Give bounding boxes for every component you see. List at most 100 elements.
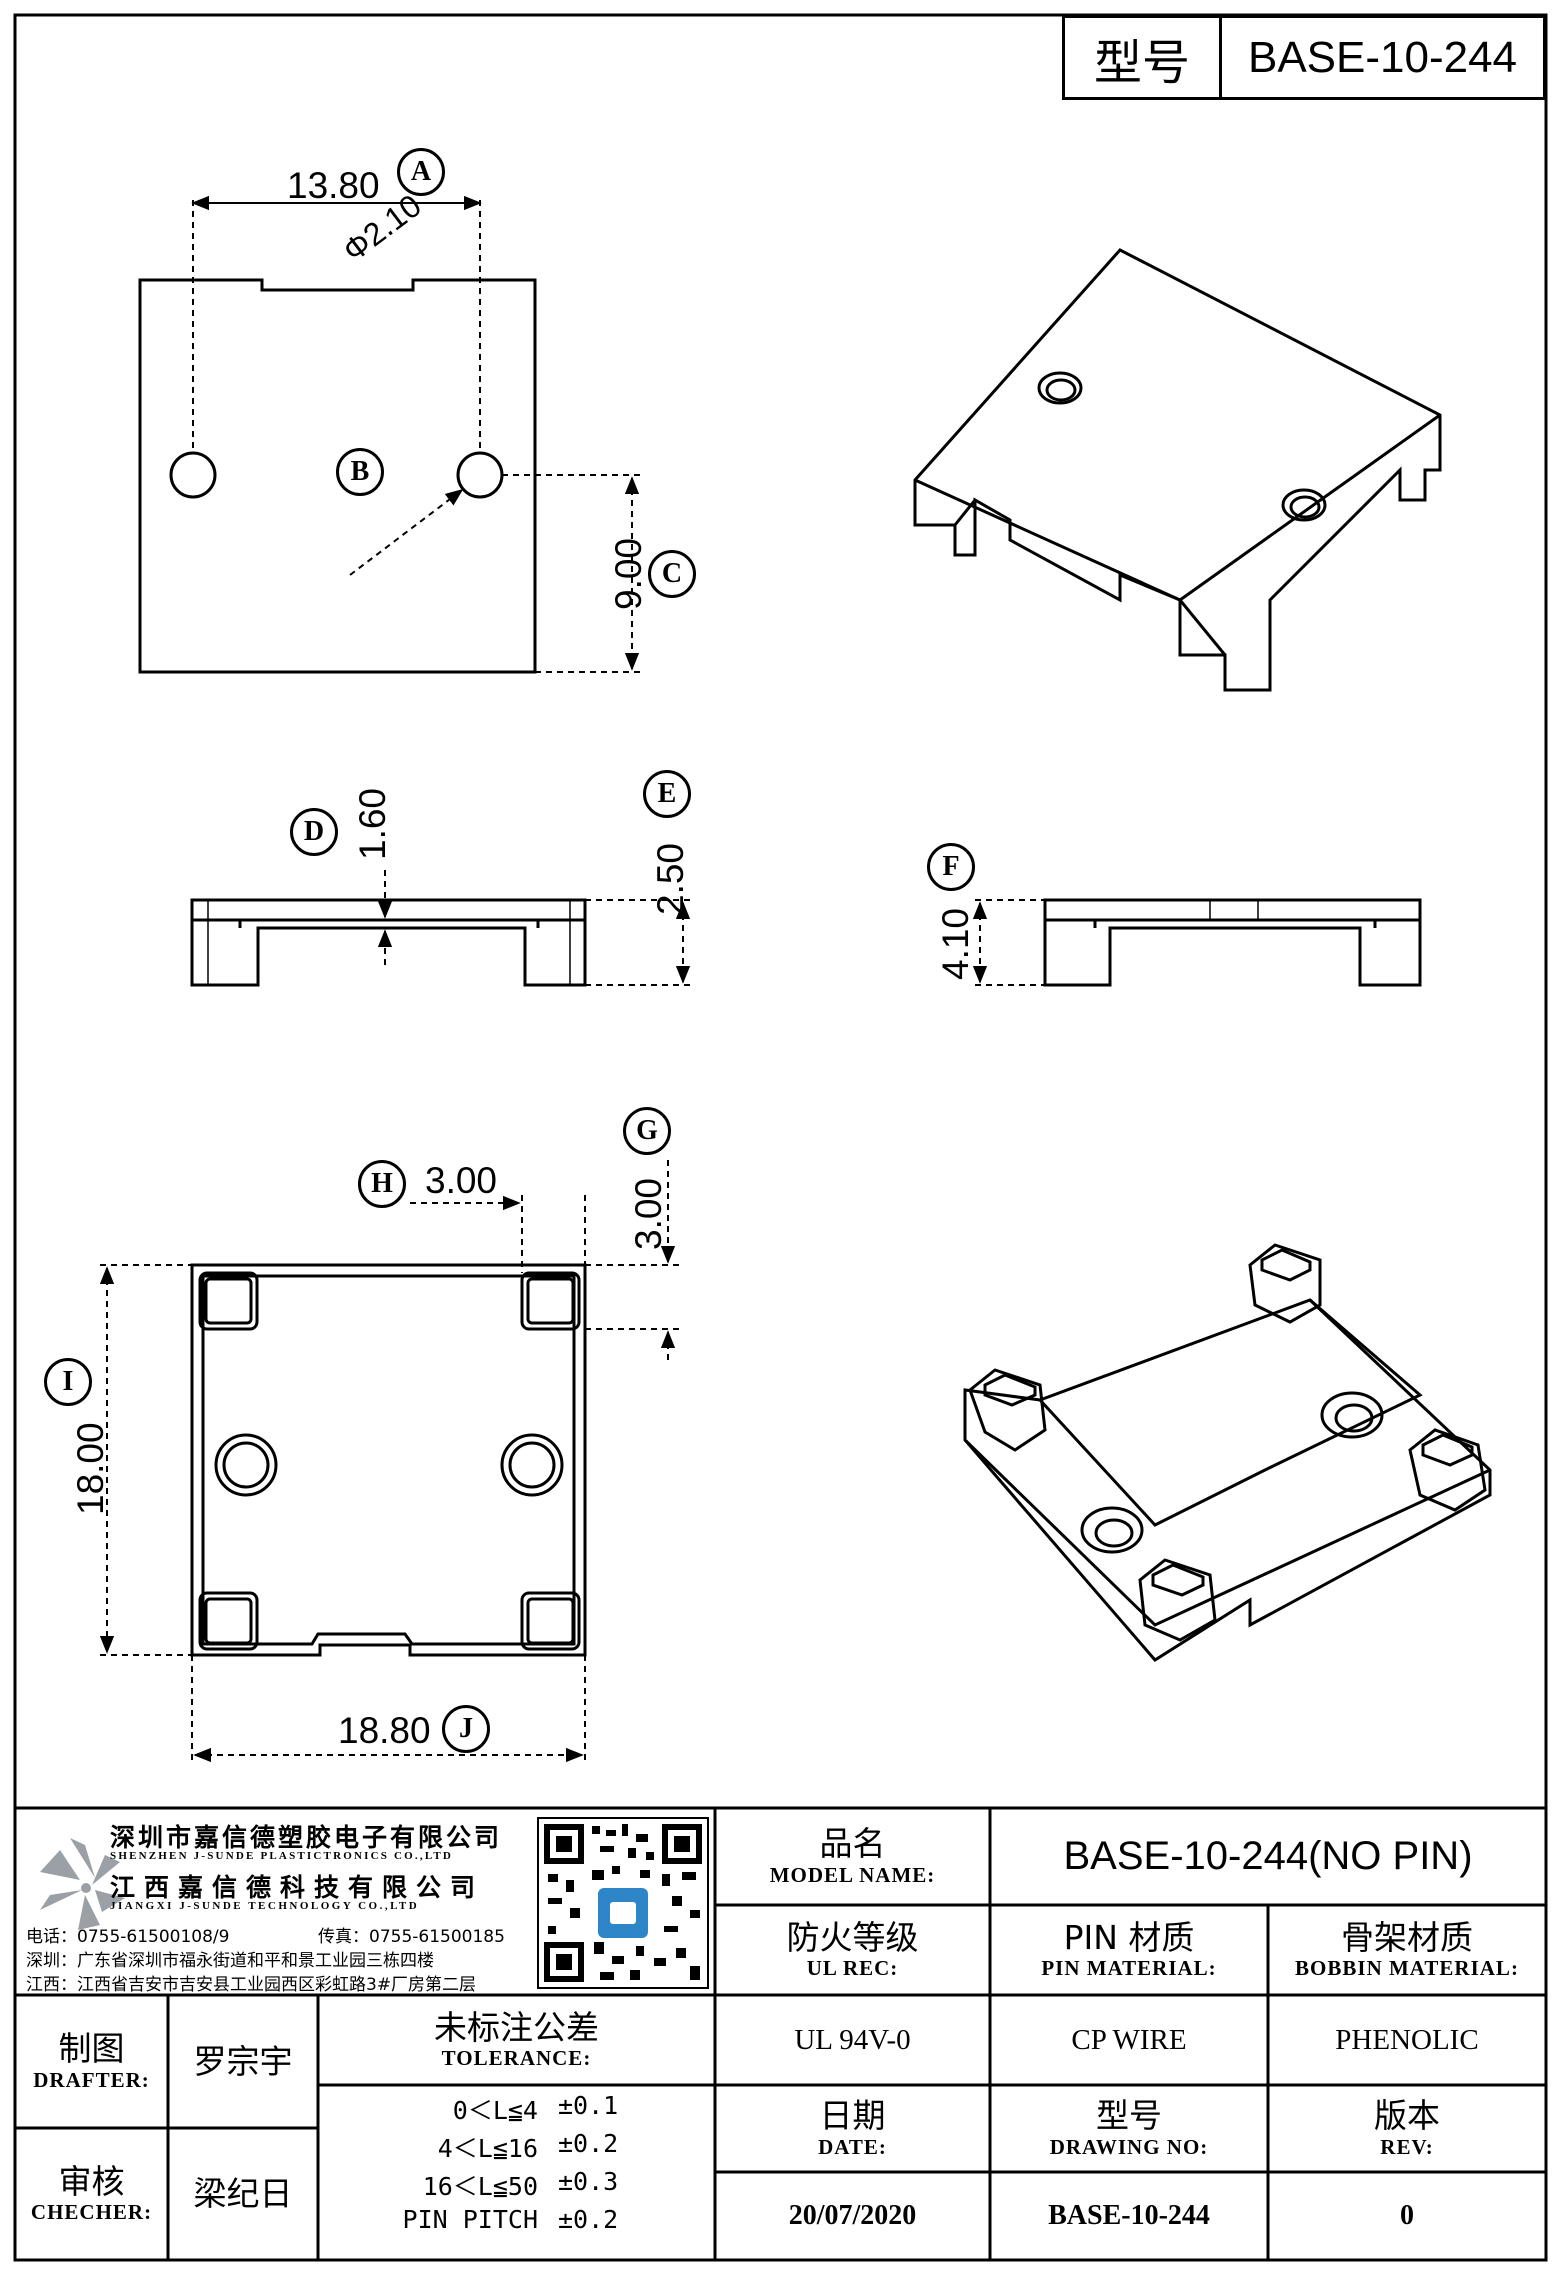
pin-material-label-cn: PIN 材质 [1063, 1917, 1195, 1957]
bobbin-material-value: PHENOLIC [1335, 2023, 1479, 2056]
header-model-label-cell: 型号 [1062, 15, 1222, 100]
qr-code [537, 1817, 709, 1989]
title-block-grid [15, 1806, 1546, 2260]
company-name-shenzhen-en: SHENZHEN J-SUNDE PLASTICTRONICS CO.,LTD [110, 1850, 454, 1862]
pin-material-value-cell: CP WIRE [990, 1995, 1268, 2085]
dim-b-label: B [336, 448, 384, 496]
model-name-label-cn: 品名 [819, 1824, 886, 1864]
sheet-border [13, 13, 1548, 2262]
company-address-shenzhen: 深圳：广东省深圳市福永街道和平和景工业园三栋四楼 [26, 1951, 434, 1971]
drafter-label-cell: 制图 DRAFTER: [15, 1995, 168, 2128]
drafter-name: 罗宗宇 [193, 2041, 293, 2081]
dim-g-value: 3.00 [628, 1177, 669, 1250]
date-label-en: DATE: [818, 2134, 887, 2159]
iso-hole-2 [1281, 488, 1327, 522]
tolerance-range: PIN PITCH [402, 2205, 538, 2234]
company-name-jiangxi-en: JIANGXI J-SUNDE TECHNOLOGY CO.,LTD [110, 1900, 420, 1912]
top-view [138, 195, 640, 674]
model-name-value-cell: BASE-10-244(NO PIN) [990, 1808, 1546, 1905]
iso-hole-1 [1037, 371, 1083, 405]
dim-a-value: 13.80 [287, 165, 380, 206]
drawing-no-value-cell: BASE-10-244 [990, 2172, 1268, 2260]
tolerance-range: 4＜L≦16 [437, 2134, 538, 2163]
bobbin-material-label-cn: 骨架材质 [1341, 1917, 1473, 1957]
dim-g-label: G [623, 1107, 671, 1155]
bobbin-material-label-cell: 骨架材质 BOBBIN MATERIAL: [1268, 1905, 1546, 1995]
dim-d-value: 1.60 [352, 787, 393, 860]
side-view [972, 898, 1422, 987]
checker-label-en: CHECHER: [30, 2200, 153, 2225]
tolerance-value: ±0.2 [558, 2205, 619, 2234]
rev-label-cell: 版本 REV: [1268, 2085, 1546, 2172]
header-model-label: 型号 [1093, 34, 1190, 91]
tolerance-value: ±0.1 [558, 2091, 619, 2120]
iso-top-view [913, 248, 1442, 692]
dim-c-value: 9.00 [608, 537, 649, 610]
bobbin-material-label-en: BOBBIN MATERIAL: [1295, 1956, 1519, 1981]
ul-rec-label-cn: 防火等级 [786, 1917, 919, 1957]
tolerance-range: 0＜L≦4 [452, 2096, 538, 2125]
ul-rec-value: UL 94V-0 [794, 2023, 911, 2056]
ul-rec-label-en: UL REC: [806, 1956, 899, 1981]
drafter-name-cell: 罗宗宇 [168, 1995, 318, 2128]
drawing-no-label-cell: 型号 DRAWING NO: [990, 2085, 1268, 2172]
date-value-cell: 20/07/2020 [715, 2172, 990, 2260]
rev-value-cell: 0 [1268, 2172, 1546, 2260]
date-value: 20/07/2020 [788, 2200, 917, 2231]
iso-bottom-view [963, 1243, 1492, 1662]
drawing-no-label-en: DRAWING NO: [1049, 2134, 1209, 2159]
pin-material-label-en: PIN MATERIAL: [1041, 1956, 1217, 1981]
pin-material-value: CP WIRE [1071, 2023, 1187, 2056]
date-label-cell: 日期 DATE: [715, 2085, 990, 2172]
dim-f-label: F [927, 843, 975, 891]
rev-label-cn: 版本 [1374, 2096, 1440, 2136]
drafter-label-en: DRAFTER: [33, 2067, 150, 2092]
header-model-value-cell: BASE-10-244 [1219, 15, 1546, 100]
rev-value: 0 [1400, 2200, 1414, 2231]
hole-right [456, 451, 504, 499]
ul-rec-value-cell: UL 94V-0 [715, 1995, 990, 2085]
hole-left [169, 451, 217, 499]
header-model-value: BASE-10-244 [1247, 32, 1518, 82]
front-view [190, 870, 691, 987]
rev-label-en: REV: [1380, 2134, 1434, 2159]
drafter-label-cn: 制图 [58, 2029, 125, 2069]
company-name-shenzhen: 深圳市嘉信德塑胶电子有限公司 [110, 1823, 503, 1852]
bobbin-material-value-cell: PHENOLIC [1268, 1995, 1546, 2085]
checker-name: 梁纪日 [193, 2174, 293, 2214]
dim-d-label: D [290, 808, 338, 856]
company-name-jiangxi: 江西嘉信德科技有限公司 [110, 1873, 485, 1902]
tolerance-value: ±0.3 [558, 2167, 619, 2196]
dim-e-label: E [643, 770, 691, 818]
bottom-view [99, 1160, 680, 1765]
checker-label-cell: 审核 CHECHER: [15, 2128, 168, 2260]
model-name-value: BASE-10-244(NO PIN) [1063, 1834, 1473, 1878]
model-name-label-en: MODEL NAME: [769, 1862, 936, 1887]
ul-rec-label-cell: 防火等级 UL REC: [715, 1905, 990, 1995]
dim-f-value: 4.10 [935, 907, 976, 980]
checker-label-cn: 审核 [58, 2161, 125, 2201]
dim-h-label: H [358, 1160, 406, 1208]
dim-i-label: I [44, 1358, 92, 1406]
pin-material-label-cell: PIN 材质 PIN MATERIAL: [990, 1905, 1268, 1995]
drawing-no-label-cn: 型号 [1096, 2096, 1162, 2136]
model-name-label-cell: 品名 MODEL NAME: [715, 1808, 990, 1905]
company-address-jiangxi: 江西：江西省吉安市吉安县工业园西区彩虹路3#厂房第二层 [26, 1975, 477, 1995]
tolerance-label-cn: 未标注公差 [434, 2007, 599, 2047]
dim-j-value: 18.80 [338, 1710, 431, 1751]
company-logo-mark [40, 1838, 125, 1930]
drawing-no-value: BASE-10-244 [1048, 2200, 1210, 2231]
dim-j-label: J [442, 1705, 490, 1753]
dim-c-label: C [648, 550, 696, 598]
tolerance-label-cell: 未标注公差 TOLERANCE: [318, 1995, 715, 2085]
tolerance-label-en: TOLERANCE: [441, 2046, 592, 2071]
date-label-cn: 日期 [819, 2096, 886, 2136]
tolerance-range: 16＜L≦50 [422, 2172, 538, 2201]
checker-name-cell: 梁纪日 [168, 2128, 318, 2260]
company-fax: 传真：0755-61500185 [318, 1927, 505, 1947]
dim-e-value: 2.50 [650, 842, 691, 915]
dim-h-value: 3.00 [425, 1160, 498, 1201]
tolerance-table: 0＜L≦4 ±0.1 4＜L≦16 ±0.2 16＜L≦50 ±0.3 PIN … [318, 2085, 715, 2260]
company-phone: 电话：0755-61500108/9 [26, 1927, 230, 1947]
